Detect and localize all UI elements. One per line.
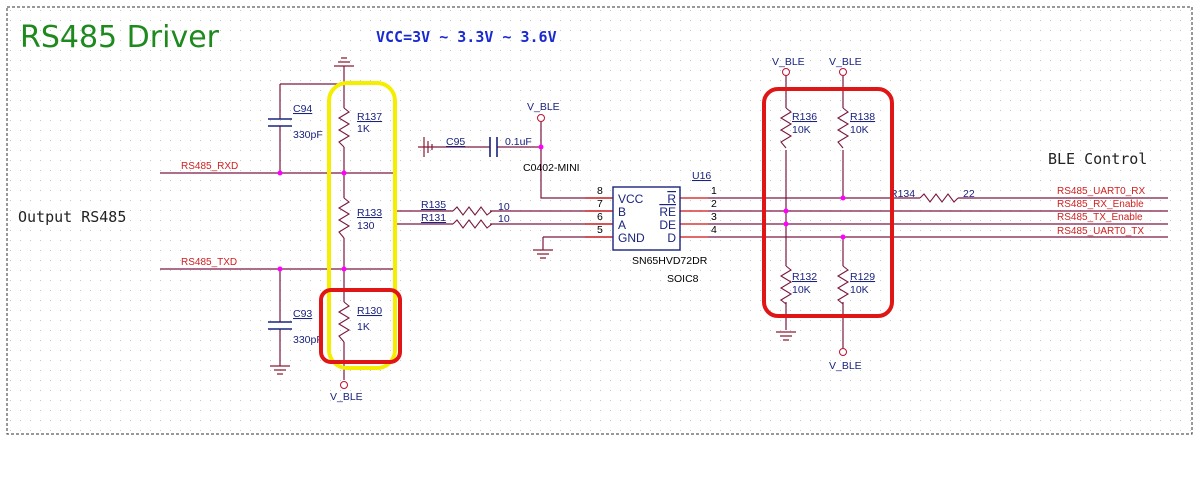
r138-ref: R138 (850, 111, 875, 123)
r131-value: 10 (498, 213, 510, 225)
resistor-r134 (919, 193, 959, 203)
v-ble-label: V_BLE (330, 391, 363, 403)
resistor-r138 (836, 107, 850, 149)
svg-text:4: 4 (711, 224, 717, 236)
resistor-r129 (836, 265, 850, 305)
u16-package: SOIC8 (667, 273, 699, 285)
r136-ref: R136 (792, 111, 817, 123)
svg-text:2: 2 (711, 198, 717, 210)
svg-text:1: 1 (711, 185, 717, 197)
v-ble-label: V_BLE (829, 56, 862, 68)
v-ble-label: V_BLE (772, 56, 805, 68)
v-ble-label: V_BLE (829, 360, 862, 372)
power-port-v-ble (839, 68, 847, 76)
power-port-v-ble (839, 348, 847, 356)
pin-de: DE (659, 218, 676, 232)
r138-value: 10K (850, 124, 869, 136)
r134-ref: R134 (890, 188, 915, 200)
net-label-uart0-tx: RS485_UART0_TX (1057, 226, 1144, 237)
resistor-r135 (452, 206, 493, 216)
pin-re: RE (659, 205, 676, 219)
net-label-rs485-txd: RS485_TXD (181, 257, 237, 268)
svg-text:7: 7 (597, 198, 603, 210)
power-port-v-ble (537, 114, 545, 122)
v-ble-label: V_BLE (527, 101, 560, 113)
c94-ref: C94 (293, 103, 312, 115)
vcc-note: VCC=3V ~ 3.3V ~ 3.6V (376, 28, 557, 46)
r133-ref: R133 (357, 207, 382, 219)
resistor-r136 (779, 107, 793, 149)
yellow-highlight (327, 81, 397, 370)
svg-text:8: 8 (597, 185, 603, 197)
capacitor-c95 (489, 137, 498, 157)
r130-value: 1K (357, 321, 370, 333)
net-label-tx-enable: RS485_TX_Enable (1057, 212, 1143, 223)
resistor-r137 (337, 107, 351, 148)
c95-footprint: C0402-MINI (523, 162, 580, 174)
r129-value: 10K (850, 284, 869, 296)
r130-ref: R130 (357, 305, 382, 317)
r135-ref: R135 (421, 199, 446, 211)
svg-text:5: 5 (597, 224, 603, 236)
r135-value: 10 (498, 201, 510, 213)
resistor-r130 (337, 301, 351, 343)
r131-ref: R131 (421, 212, 446, 224)
bias-network: V_BLE RS485_RXD RS485_TXD C94 330pF C93 … (160, 57, 612, 403)
pin-r: R (667, 192, 676, 206)
svg-text:3: 3 (711, 211, 717, 223)
sheet-border (6, 6, 1193, 435)
resistor-r131 (452, 219, 493, 229)
capacitor-c94 (268, 118, 292, 127)
r136-value: 10K (792, 124, 811, 136)
pin-b: B (618, 205, 626, 219)
u16-ref: U16 (692, 170, 711, 182)
pin-a: A (618, 218, 626, 232)
resistor-r133 (337, 197, 351, 239)
pin-d: D (667, 231, 676, 245)
power-port-v-ble (782, 68, 790, 76)
net-label-uart0-rx: RS485_UART0_RX (1057, 186, 1146, 197)
page-title: RS485 Driver (20, 20, 220, 55)
r133-value: 130 (357, 220, 375, 232)
svg-text:6: 6 (597, 211, 603, 223)
resistor-r132 (779, 265, 793, 305)
r132-value: 10K (792, 284, 811, 296)
c94-value: 330pF (293, 129, 323, 141)
red-highlight-pull-resistors (762, 87, 894, 318)
r134-value: 22 (963, 188, 975, 200)
r132-ref: R132 (792, 271, 817, 283)
red-highlight-r130 (319, 288, 402, 364)
net-label-rx-enable: RS485_RX_Enable (1057, 199, 1144, 210)
net-label-rs485-rxd: RS485_RXD (181, 161, 238, 172)
ic-u16: 8 7 6 5 VCC B A GND R RE DE D 1 2 3 4 U1… (585, 170, 717, 285)
ble-control-label: BLE Control (1048, 150, 1147, 168)
r129-ref: R129 (850, 271, 875, 283)
c95-ref: C95 (446, 136, 465, 148)
r137-ref: R137 (357, 111, 382, 123)
r137-value: 1K (357, 123, 370, 135)
ble-control-network: V_BLE V_BLE V_BLE R136 10K R138 10K R132… (708, 56, 1168, 372)
c93-ref: C93 (293, 308, 312, 320)
decoupling-c95: V_BLE C95 0.1uF C0402-MINI (418, 101, 612, 259)
c95-value: 0.1uF (505, 136, 532, 148)
pin-gnd: GND (618, 231, 645, 245)
capacitor-c93 (268, 321, 292, 330)
output-rs485-label: Output RS485 (18, 208, 126, 226)
c93-value: 330pF (293, 334, 323, 346)
pin-vcc: VCC (618, 192, 644, 206)
u16-part: SN65HVD72DR (632, 255, 708, 267)
power-port-v-ble (340, 381, 348, 389)
